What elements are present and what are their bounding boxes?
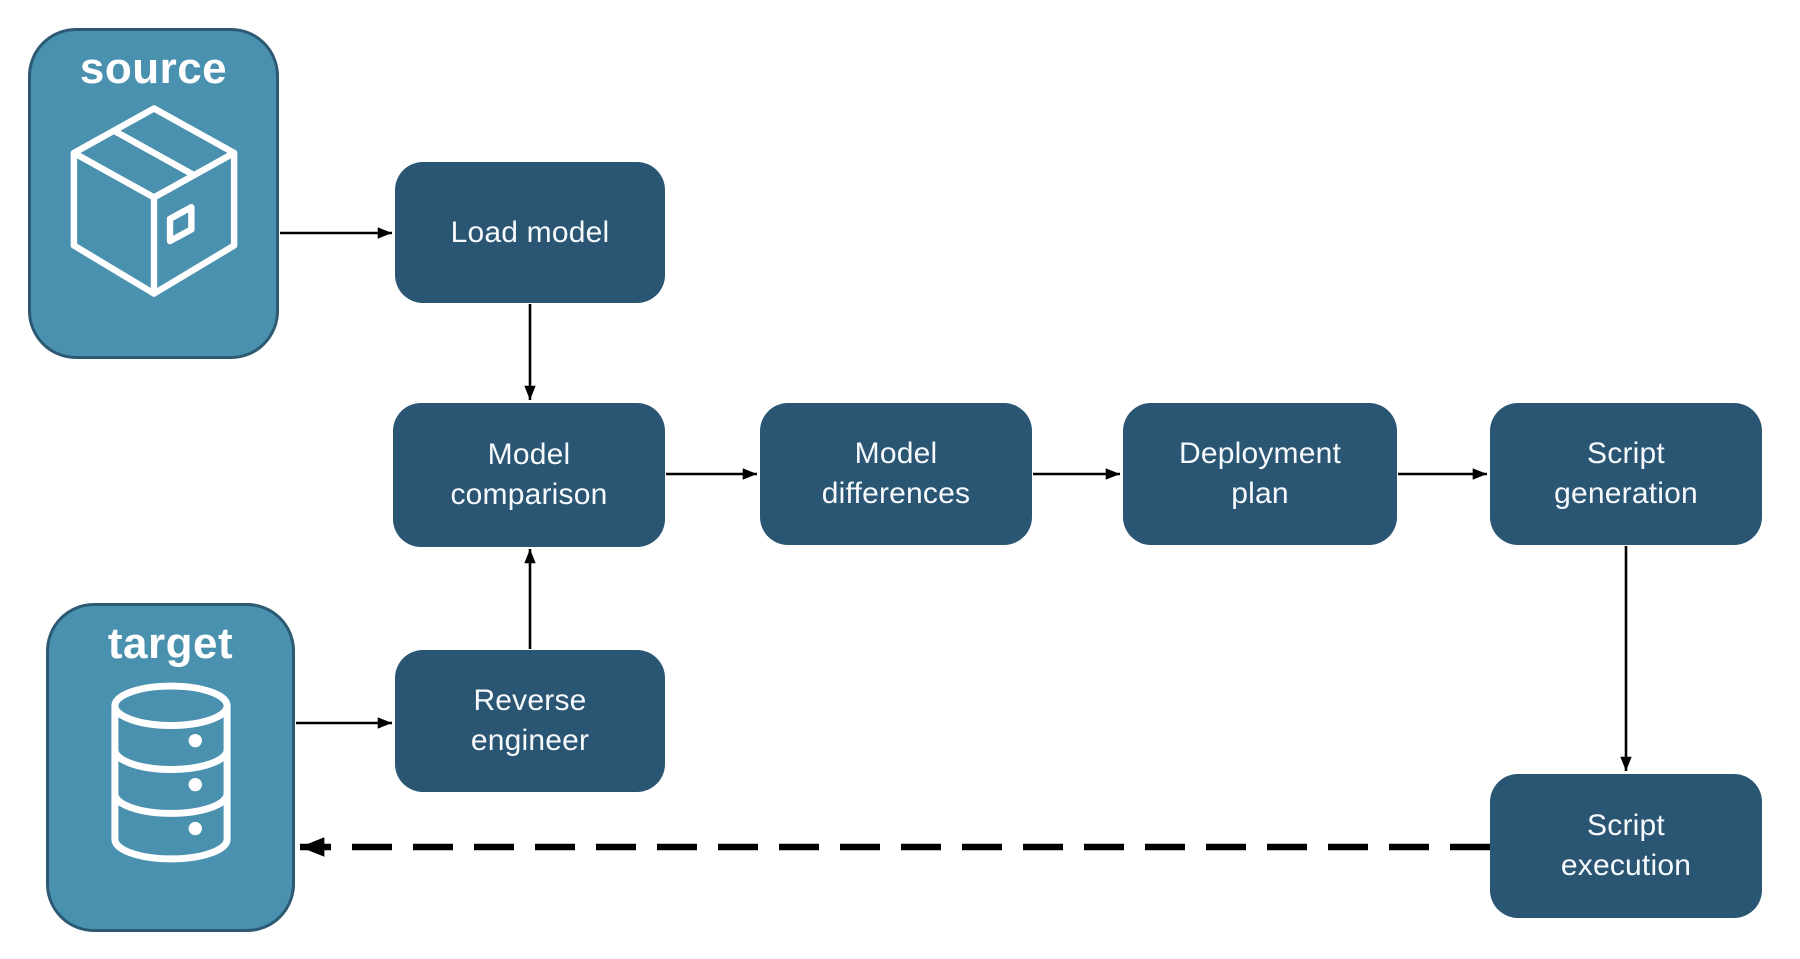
source-label: source bbox=[79, 44, 228, 93]
node-label-line: differences bbox=[821, 477, 971, 510]
database-icon bbox=[110, 682, 231, 863]
node-label-line: Reverse bbox=[473, 684, 587, 717]
node-label-line: engineer bbox=[470, 724, 590, 757]
node-label-line: Model bbox=[854, 437, 938, 470]
node-model-comparison: Model comparison bbox=[393, 403, 665, 547]
node-label-line: plan bbox=[1231, 477, 1289, 510]
node-label-line: generation bbox=[1554, 477, 1698, 510]
node-load-model: Load model bbox=[395, 162, 665, 303]
node-script-execution: Script execution bbox=[1490, 774, 1762, 918]
node-model-differences: Model differences bbox=[760, 403, 1032, 545]
node-label-line: Load model bbox=[450, 215, 610, 249]
node-label-line: Script bbox=[1587, 437, 1665, 470]
node-label-line: Script bbox=[1587, 809, 1665, 842]
node-reverse-engineer: Reverse engineer bbox=[395, 650, 665, 792]
node-label-line: comparison bbox=[450, 478, 608, 511]
node-label-line: execution bbox=[1560, 849, 1692, 882]
node-label-line: Deployment bbox=[1178, 437, 1342, 470]
node-label-line: Model bbox=[487, 438, 571, 471]
entity-target: target bbox=[46, 603, 295, 932]
entity-source: source bbox=[28, 28, 279, 359]
package-box-icon bbox=[70, 105, 237, 297]
node-script-generation: Script generation bbox=[1490, 403, 1762, 545]
node-deployment-plan: Deployment plan bbox=[1123, 403, 1397, 545]
target-label: target bbox=[107, 619, 234, 668]
